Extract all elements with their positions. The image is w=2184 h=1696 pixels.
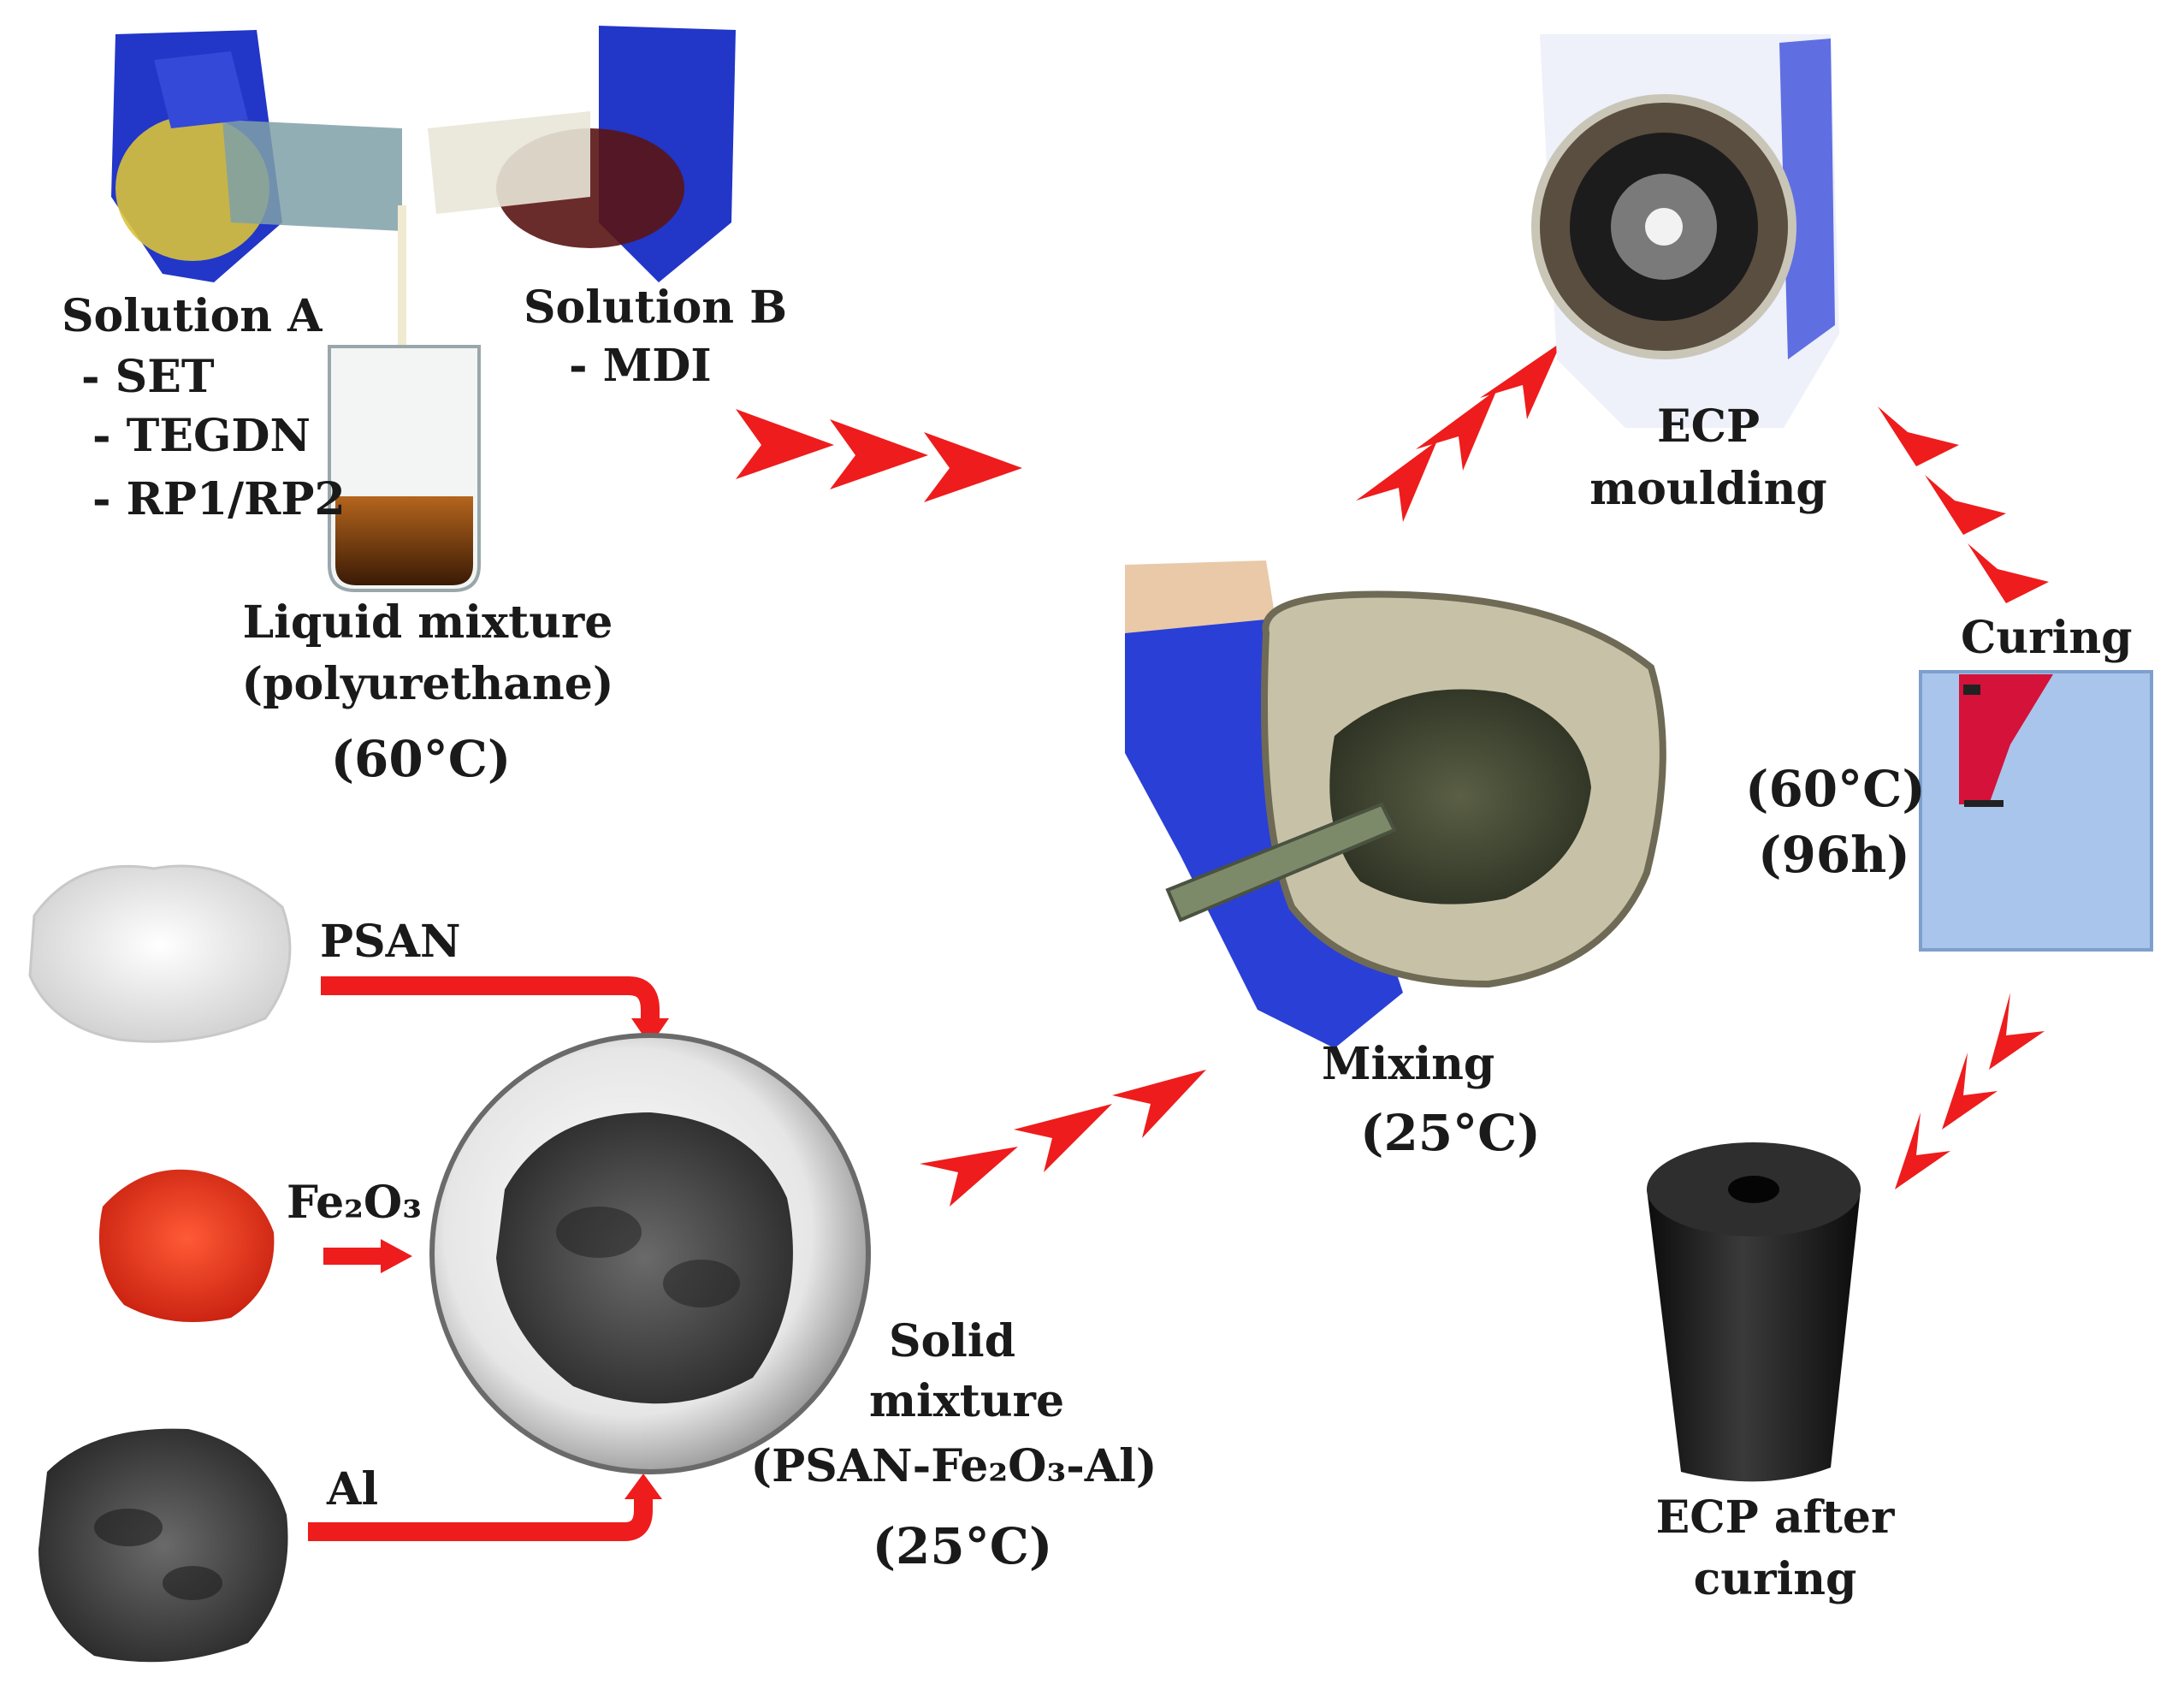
solution-b-item-mdi: - MDI xyxy=(569,340,712,392)
flask-pour-photo xyxy=(111,26,736,351)
solid-mixture-temperature: (25°C) xyxy=(872,1517,1053,1575)
liquid-mixture-line2: (polyurethane) xyxy=(241,658,614,710)
al-label: Al xyxy=(327,1463,379,1515)
fe2o3-powder-photo xyxy=(98,1169,275,1322)
liquid-to-mixing-chevrons xyxy=(736,409,1022,502)
curing-temperature: (60°C) xyxy=(1745,760,1926,818)
beaker-photo xyxy=(328,345,481,592)
solid-to-mixing-chevrons xyxy=(920,1070,1206,1207)
solution-a-item-tegdn: - TEGDN xyxy=(92,410,311,462)
curing-oven-photo xyxy=(1919,670,2153,952)
solution-a-title: Solution A xyxy=(62,290,323,342)
solid-mixture-line1: Solid xyxy=(888,1315,1016,1367)
liquid-mixture-line1: Liquid mixture xyxy=(242,596,613,649)
mixing-beaker-photo xyxy=(1125,560,1666,1048)
liquid-mixture-temperature: (60°C) xyxy=(330,730,512,788)
al-arrow xyxy=(308,1474,662,1541)
curing-duration: (96h) xyxy=(1758,826,1910,884)
solid-mixture-line3: (PSAN-Fe₂O₃-Al) xyxy=(750,1440,1157,1492)
psan-powder-photo xyxy=(28,864,292,1043)
fe2o3-label: Fe₂O₃ xyxy=(287,1177,423,1229)
moulding-to-curing-chevrons xyxy=(1878,406,2049,603)
fe2o3-arrow xyxy=(323,1239,412,1273)
al-powder-photo xyxy=(38,1428,288,1663)
solid-mixture-line2: mixture xyxy=(868,1375,1065,1427)
moulding-line2: moulding xyxy=(1589,463,1827,515)
mould-photo xyxy=(1531,34,1839,428)
mixing-to-moulding-chevrons xyxy=(1356,342,1561,522)
mixing-temperature: (25°C) xyxy=(1360,1104,1541,1162)
mixing-label: Mixing xyxy=(1322,1038,1495,1090)
solution-b-title: Solution B xyxy=(524,282,788,334)
solid-mixture-dish-photo xyxy=(429,1033,871,1474)
curing-to-cured-chevrons xyxy=(1895,993,2045,1189)
psan-label: PSAN xyxy=(320,916,461,968)
after-curing-line2: curing xyxy=(1693,1553,1857,1605)
psan-arrow xyxy=(321,976,669,1046)
curing-label: Curing xyxy=(1961,612,2133,664)
moulding-line1: ECP xyxy=(1656,400,1761,453)
after-curing-line1: ECP after xyxy=(1655,1491,1895,1544)
solution-a-item-rp: - RP1/RP2 xyxy=(92,473,346,525)
cured-propellant-photo xyxy=(1647,1142,1861,1482)
solution-a-item-set: - SET xyxy=(81,351,215,403)
